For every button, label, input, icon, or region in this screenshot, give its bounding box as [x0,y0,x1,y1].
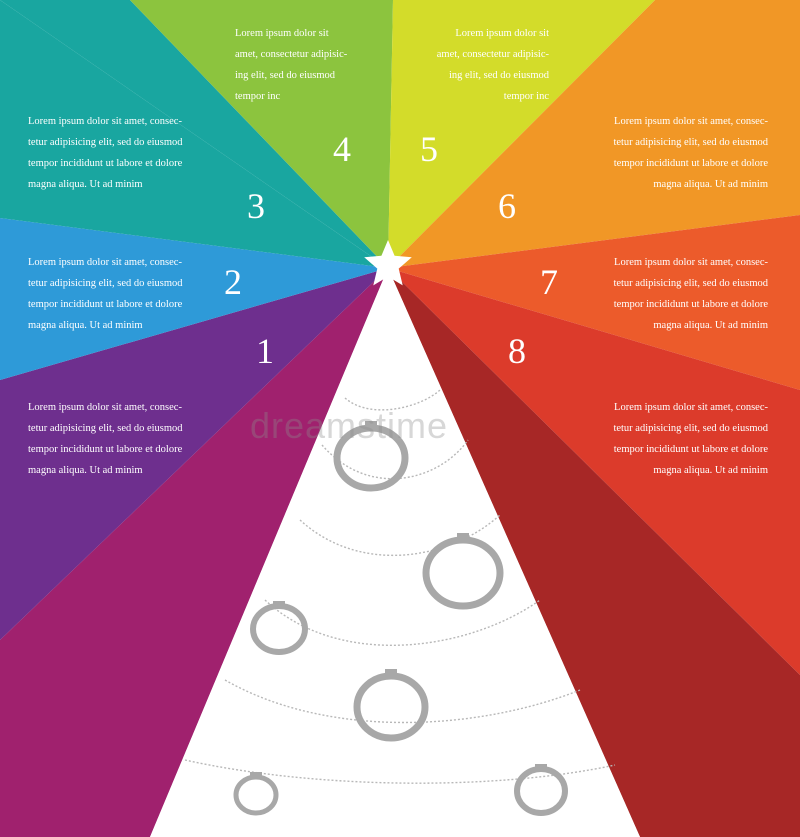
garland-4 [264,599,541,646]
number-4: 4 [333,129,351,169]
ray-7 [388,215,800,390]
garland-3 [299,514,501,557]
number-7: 7 [540,262,558,302]
ray-1 [0,268,388,640]
ornament-4 [353,669,429,742]
garland-1 [344,389,441,411]
number-8: 8 [508,331,526,371]
ray-4 [130,0,393,268]
text-6: Lorem ipsum dolor sit amet, consec- tetu… [613,116,768,190]
number-2: 2 [224,262,242,302]
star-icon [364,240,412,286]
text-4: Lorem ipsum dolor sit amet, consectetur … [235,28,348,102]
text-5: Lorem ipsum dolor sit amet, consectetur … [436,28,549,102]
ornament-2 [422,533,504,610]
ornament-6 [514,764,568,816]
text-2: Lorem ipsum dolor sit amet, consec- tetu… [28,257,183,331]
ray-magenta [0,268,388,837]
number-5: 5 [420,129,438,169]
tree [150,268,640,837]
ray-2 [0,218,388,380]
watermark: dreamstime [250,405,449,446]
ray-3b [0,0,388,268]
ornaments [233,421,568,816]
number-1: 1 [256,331,274,371]
text-7: Lorem ipsum dolor sit amet, consec- tetu… [613,257,768,331]
number-6: 6 [498,186,516,226]
garland-6 [184,759,616,784]
ornament-1 [333,421,409,492]
garland-5 [224,679,581,724]
number-3: 3 [247,186,265,226]
ornament-5 [233,772,279,816]
ornament-3 [250,601,308,655]
text-1: Lorem ipsum dolor sit amet, consec- tetu… [28,402,183,476]
ray-dark-red [388,268,800,837]
text-3: Lorem ipsum dolor sit amet, consec- tetu… [28,116,183,190]
ray-6 [388,0,800,268]
text-8: Lorem ipsum dolor sit amet, consec- tetu… [613,402,768,476]
